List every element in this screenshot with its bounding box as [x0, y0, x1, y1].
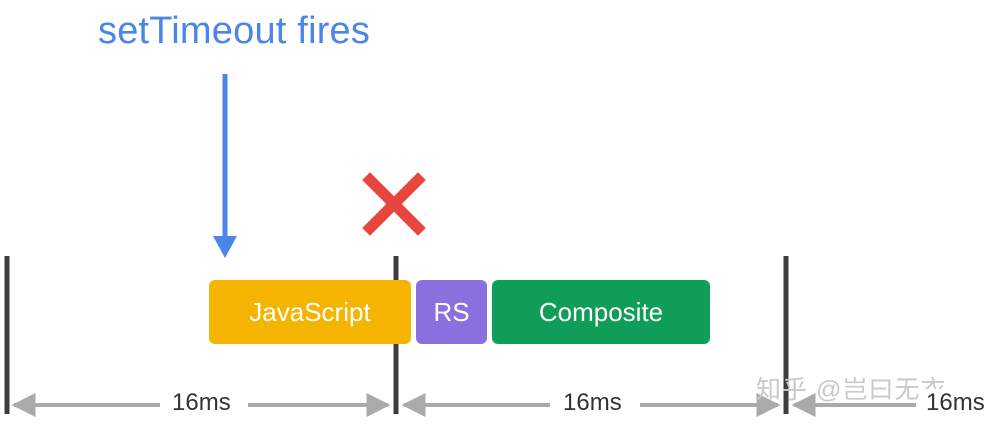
javascript-block-label: JavaScript	[249, 296, 371, 327]
composite-block-label: Composite	[538, 296, 664, 327]
frame-duration-label: 16ms	[166, 389, 237, 417]
frame-duration-label: 16ms	[557, 389, 628, 417]
watermark: 知乎 @岂曰无衣	[756, 376, 947, 404]
cross-icon	[362, 172, 426, 236]
javascript-block: JavaScript	[209, 280, 411, 344]
rs-block-label: RS	[433, 296, 470, 327]
frame-duration-label: 16ms	[920, 389, 991, 417]
rs-block: RS	[416, 280, 487, 344]
composite-block: Composite	[492, 280, 710, 344]
settimeout-label: setTimeout fires	[98, 10, 371, 52]
settimeout-arrow	[213, 74, 237, 258]
